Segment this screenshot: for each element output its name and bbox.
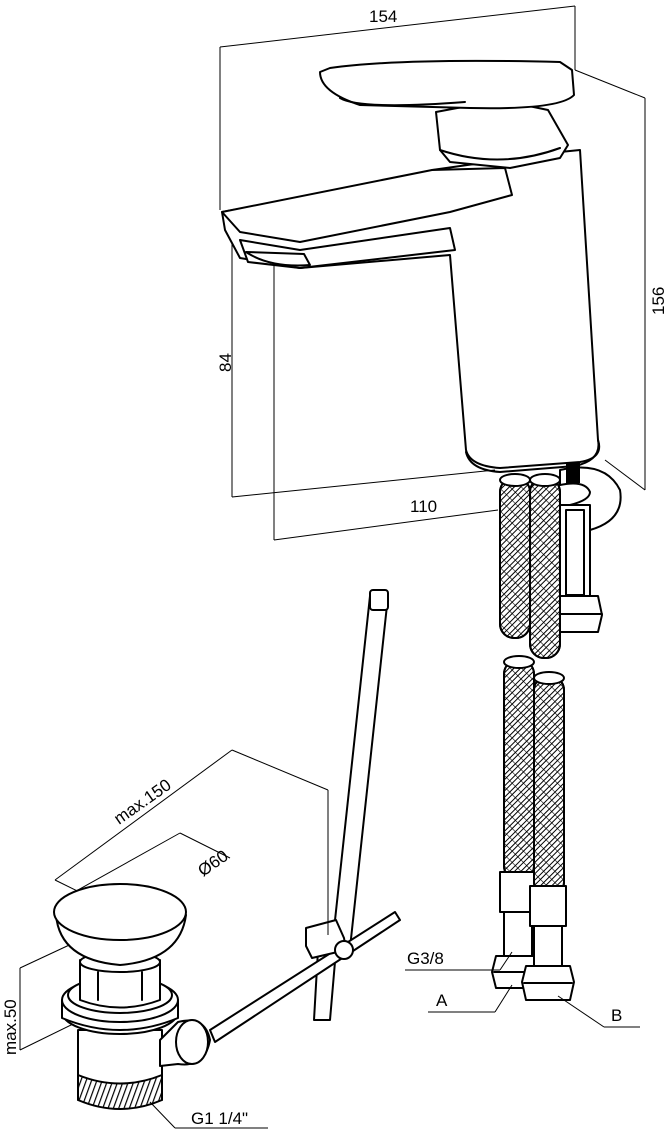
dimension-lines	[219, 5, 646, 541]
mounting-hardware	[551, 463, 622, 633]
thread-hose-label: G3/8	[407, 949, 444, 968]
dim-max-height-label: max.50	[1, 999, 20, 1055]
dim-height-label: 156	[649, 287, 668, 315]
drain-thread-leader	[149, 1101, 176, 1129]
hose-a-label: A	[436, 991, 448, 1010]
dim-width-label: 154	[369, 7, 397, 26]
hose-leaders	[405, 951, 640, 1028]
hose-b-label: B	[611, 1006, 622, 1025]
flex-hose-b	[521, 473, 575, 1001]
drain-thread-label: G1 1/4"	[191, 1109, 248, 1128]
dim-max-rod-label: max.150	[110, 775, 174, 828]
dim-plug-diameter-label: Ø60	[194, 846, 231, 880]
dim-spout-height-label: 84	[216, 353, 235, 372]
dim-reach-label: 110	[410, 497, 437, 516]
faucet-body	[221, 59, 601, 473]
popup-waste-body	[19, 749, 329, 1110]
popup-rod	[209, 589, 401, 1043]
flex-hose-a	[491, 473, 545, 989]
